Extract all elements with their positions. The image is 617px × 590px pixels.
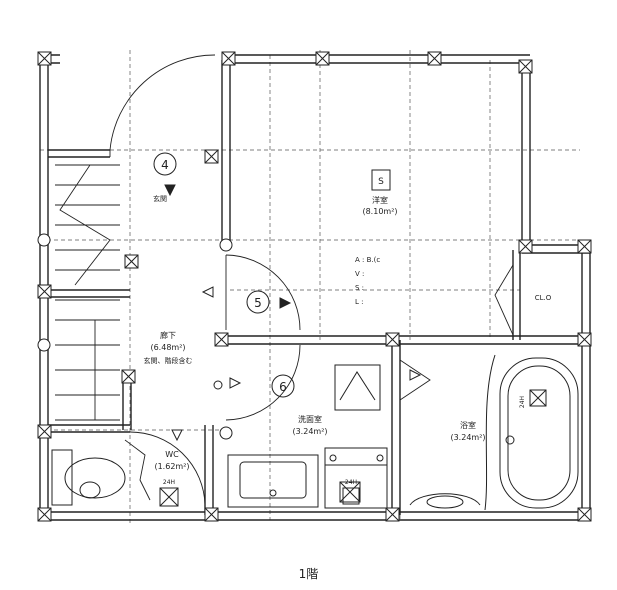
hall-circle-marker-5: 5 [246,290,270,314]
equipment-a: A : B.(c [355,256,380,264]
hall-label: 廊下 [160,330,176,340]
closet-folding-door [494,264,514,336]
bathroom-label: 浴室 [460,420,476,430]
stairs [55,164,151,501]
hall-circle-marker-6: 6 [271,374,295,398]
toilet-area: (1.62m²) [154,462,189,471]
hall-circle-number-5: 5 [254,296,262,310]
walls [39,54,591,521]
hall-circle-number-6: 6 [279,380,287,394]
entrance-circle-marker: 4 [153,152,177,176]
western-room-label: 洋室 [372,195,388,205]
floor-label: 1階 [298,567,319,581]
bath-sink [409,493,481,509]
entrance-circle-number: 4 [161,158,169,172]
toilet-door [129,431,206,506]
toilet-label: WC [165,450,179,459]
flow-arrows [164,184,422,442]
bathtub [484,354,579,511]
hall-note: 玄関、階段含む [144,356,193,365]
washroom-fixtures [227,364,388,509]
storage-mark: S [378,177,384,187]
columns [37,51,592,522]
storage-icon: S [371,169,391,191]
washroom-label: 洗面室 [298,414,322,424]
hatch-24h-toilet: 24H [163,479,175,486]
equipment-v: V : [355,270,364,278]
toilet-fixture [51,449,126,506]
hall-door [225,254,301,331]
hatch-24h-washroom: 24H [345,479,357,486]
equipment-l: L : [355,298,363,306]
washroom-area: (3.24m²) [292,427,327,436]
equipment-s: S : [355,284,364,292]
hall-area: (6.48m²) [150,343,185,352]
wall-joint-circles [37,233,233,440]
entrance-label: 玄関 [153,194,167,203]
entrance-door [109,54,216,157]
western-room-area: (8.10m²) [362,207,397,216]
washroom-door [225,344,301,421]
bath-folding-door [399,359,431,401]
closet-label: CL.O [535,294,552,302]
hatch-24h-bathroom: 24H [519,396,526,408]
bathroom-area: (3.24m²) [450,433,485,442]
vent-hatches [159,487,360,507]
